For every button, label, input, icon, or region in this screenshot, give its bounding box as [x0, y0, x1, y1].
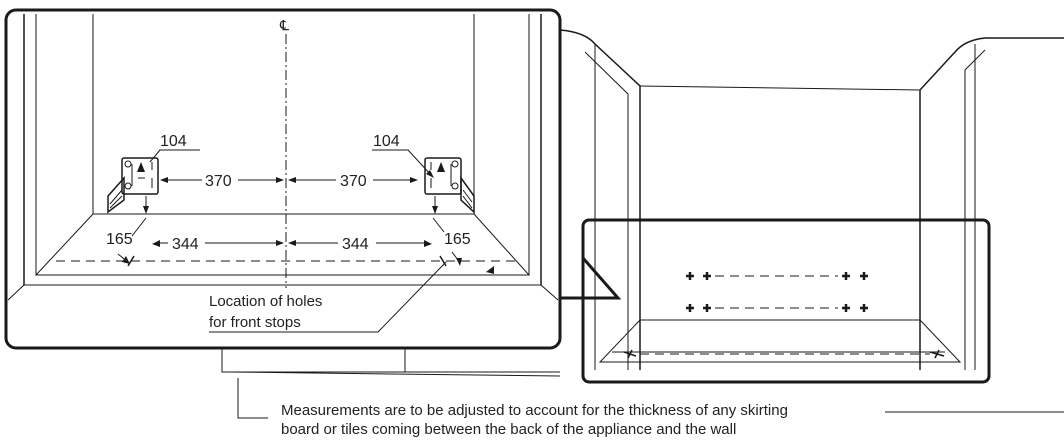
right-bracket	[424, 157, 475, 214]
right-cabinet-view	[555, 29, 1064, 384]
floor-hole-line	[623, 349, 945, 359]
holes-label-line-2: for front stops	[209, 314, 301, 331]
base-plinth	[221, 348, 561, 377]
bracket-label-right: 104	[373, 133, 400, 150]
dim-side-left: 165	[106, 231, 133, 248]
front-stop-holes-lower	[686, 304, 868, 312]
holes-label-line-1: Location of holes	[209, 293, 322, 310]
dim-lower: 344 344	[152, 236, 432, 253]
callout-frame-left	[4, 8, 562, 350]
callout-frame-right	[581, 218, 991, 384]
dim-upper-left: 370	[205, 173, 232, 190]
centerline-symbol: ℄	[279, 17, 289, 33]
left-cabinet-view: ℄ 104	[4, 8, 562, 350]
measurement-note: Measurements are to be adjusted to accou…	[237, 378, 1064, 438]
dim-lower-right: 344	[342, 236, 369, 253]
dim-upper: 370 370	[160, 173, 418, 190]
note-line-2: board or tiles coming between the back o…	[281, 421, 736, 438]
dim-upper-right: 370	[340, 173, 367, 190]
front-stop-holes-upper	[686, 272, 868, 280]
note-line-1: Measurements are to be adjusted to accou…	[281, 402, 788, 419]
dim-side-right: 165	[444, 231, 471, 248]
dim-lower-left: 344	[172, 236, 199, 253]
bracket-label-left: 104	[160, 133, 187, 150]
left-bracket	[107, 157, 159, 214]
